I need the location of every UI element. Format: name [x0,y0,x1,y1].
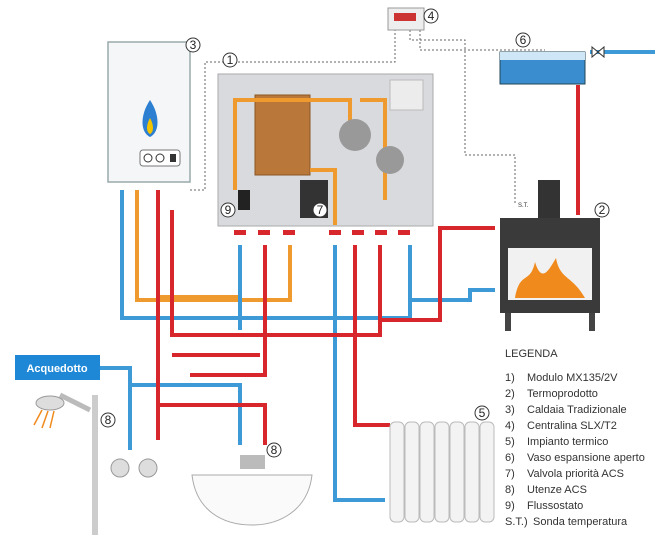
svg-text:2): 2) [505,388,515,400]
svg-text:6): 6) [505,452,515,464]
callout-radiator: 5 [474,405,490,421]
svg-text:1: 1 [227,53,234,67]
shower-head-icon [35,395,65,411]
svg-text:Flussostato: Flussostato [527,500,583,512]
svg-text:2: 2 [599,203,606,217]
callout-priority-valve: 7 [312,202,328,218]
svg-text:Impianto termico: Impianto termico [527,436,608,448]
legend-item: 3) Caldaia Tradizionale [505,404,627,416]
callout-fireplace: 2 [594,202,610,218]
signal-wires [190,30,545,205]
sink [191,455,313,526]
callout-controller: 4 [423,8,439,24]
valve-icon [591,45,605,59]
fire-icon [515,258,585,298]
svg-text:LEGENDA: LEGENDA [505,348,558,360]
svg-text:8: 8 [271,443,278,457]
legend: LEGENDA 1) Modulo MX135/2V 2) Termoprodott… [505,348,645,528]
svg-text:Caldaia Tradizionale: Caldaia Tradizionale [527,404,627,416]
svg-text:9): 9) [505,500,515,512]
aqueduct-label: Acquedotto [15,355,100,380]
legend-item: 6) Vaso espansione aperto [505,452,645,464]
callouts: 1 2 3 4 5 6 7 8 8 9 [100,8,610,458]
svg-text:8): 8) [505,484,515,496]
svg-text:Valvola priorità ACS: Valvola priorità ACS [527,468,624,480]
callout-tank: 6 [515,32,531,48]
legend-item: 9) Flussostato [505,500,583,512]
svg-text:Sonda temperatura: Sonda temperatura [533,516,628,528]
svg-text:4: 4 [428,9,435,23]
legend-item: 7) Valvola priorità ACS [505,468,624,480]
legend-item: 4) Centralina SLX/T2 [505,420,617,432]
legend-item: 2) Termoprodotto [505,388,598,400]
svg-text:Centralina SLX/T2: Centralina SLX/T2 [527,420,617,432]
svg-text:5): 5) [505,436,515,448]
svg-text:Acquedotto: Acquedotto [26,363,87,375]
callout-sink: 8 [266,442,282,458]
fireplace-thermoproduct [500,180,600,331]
svg-text:3): 3) [505,404,515,416]
legend-item: S.T.) Sonda temperatura [505,516,628,528]
svg-text:3: 3 [190,38,197,52]
svg-text:5: 5 [479,406,486,420]
svg-text:Termoprodotto: Termoprodotto [527,388,598,400]
svg-text:Utenze ACS: Utenze ACS [527,484,587,496]
svg-text:7: 7 [317,203,324,217]
legend-item: 8) Utenze ACS [505,484,587,496]
svg-text:Modulo MX135/2V: Modulo MX135/2V [527,372,618,384]
svg-text:7): 7) [505,468,515,480]
pipes [100,50,655,502]
traditional-boiler [107,41,191,183]
shower [33,392,158,535]
legend-item: 5) Impianto termico [505,436,608,448]
svg-text:6: 6 [520,33,527,47]
callout-module: 1 [222,52,238,68]
svg-text:S.T.): S.T.) [505,516,528,528]
module-mx135 [217,73,434,235]
open-expansion-tank [499,45,605,85]
svg-text:8: 8 [105,413,112,427]
callout-boiler: 3 [185,37,201,53]
svg-text:Vaso espansione aperto: Vaso espansione aperto [527,452,645,464]
svg-text:4): 4) [505,420,515,432]
svg-text:9: 9 [225,203,232,217]
controller-unit [387,7,425,31]
legend-item: 1) Modulo MX135/2V [505,372,618,384]
svg-text:1): 1) [505,372,515,384]
radiator [389,421,495,523]
callout-flow-switch: 9 [220,202,236,218]
callout-shower: 8 [100,412,116,428]
sensor-label: S.T. [518,203,529,209]
